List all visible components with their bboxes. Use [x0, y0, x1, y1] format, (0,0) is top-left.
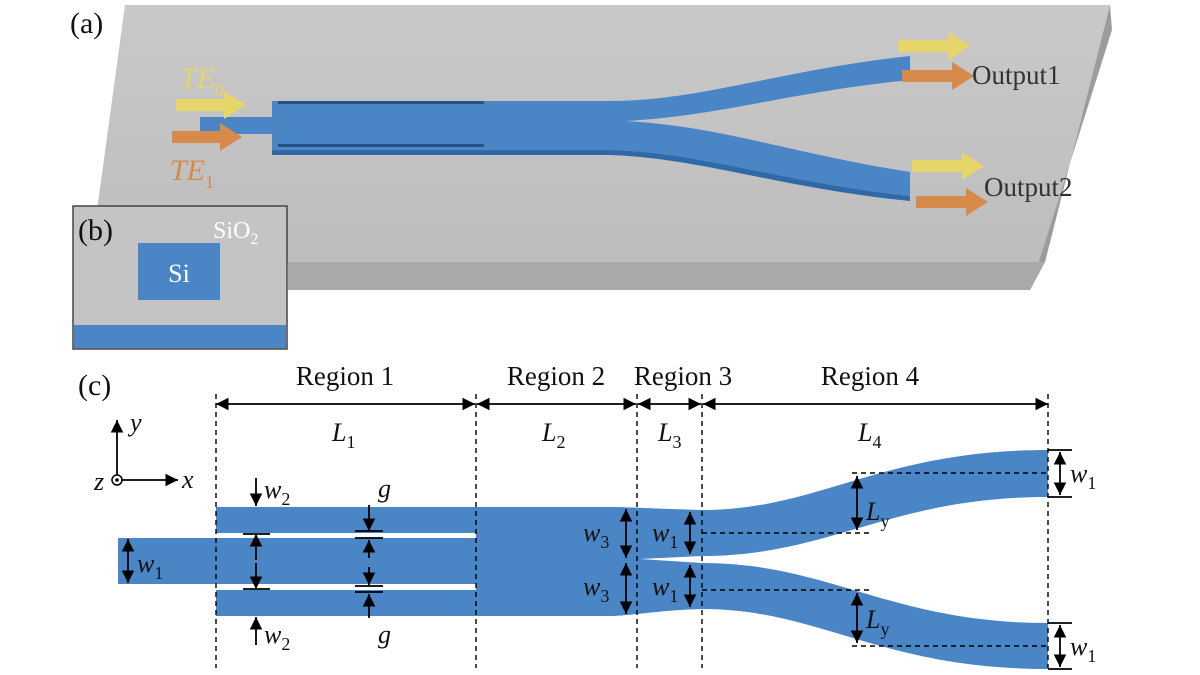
- ly-upper-label: Ly: [865, 497, 889, 531]
- length-4-label: L4: [857, 418, 881, 452]
- te0-input-arrow: [176, 91, 246, 119]
- si-label: Si: [168, 259, 190, 288]
- panel-a-label: (a): [70, 7, 103, 40]
- lower-s-bend: [702, 563, 1048, 669]
- output1-te0-arrow: [898, 32, 970, 60]
- waveguide-3d-slot-lower: [278, 144, 484, 147]
- panel-b-label: (b): [78, 214, 113, 247]
- center-waveguide: [216, 538, 476, 584]
- substrate-front-face: [90, 262, 1045, 290]
- length-3-label: L3: [657, 418, 681, 452]
- gap-upper-label: g: [378, 474, 391, 503]
- gap-lower-label: g: [378, 620, 391, 649]
- region-3-label: Region 3: [634, 361, 732, 391]
- taper-section: [610, 507, 702, 616]
- lower-side-waveguide: [216, 590, 476, 616]
- input-width-label: w1: [137, 549, 163, 583]
- panel-b: Si SiO2 (b): [72, 205, 288, 350]
- te0-label: TE0: [180, 62, 224, 100]
- si-core: [138, 243, 220, 300]
- coordinate-axes: y x z: [93, 408, 194, 496]
- output1-te1-arrow: [902, 62, 974, 90]
- substrate-layer: [74, 325, 286, 348]
- te1-input-arrow: [172, 123, 242, 151]
- panel-a: TE0 TE1 Output1 Output2 (a): [70, 5, 1112, 290]
- w1-taper-upper-label: w1: [652, 518, 678, 552]
- axis-y-label: y: [127, 408, 142, 437]
- w2-lower-label: w2: [264, 620, 290, 654]
- waveguide-3d: [200, 56, 910, 201]
- output1-label: Output1: [972, 60, 1061, 90]
- region-4-label: Region 4: [821, 361, 920, 391]
- te1-label: TE1: [170, 154, 214, 192]
- region-2-label: Region 2: [507, 361, 605, 391]
- length-1-label: L1: [331, 418, 355, 452]
- gap-markers: g g: [355, 474, 391, 649]
- output2-te0-arrow: [912, 152, 984, 180]
- region-1-label: Region 1: [296, 361, 394, 391]
- panel-c: (c) Region 1 Region 2 Region 3 Region 4 …: [78, 361, 1096, 670]
- upper-s-bend: [702, 450, 1048, 556]
- w3-lower-label: w3: [583, 572, 609, 606]
- substrate-side-face: [1030, 5, 1112, 290]
- w1-output-lower-label: w1: [1070, 632, 1096, 666]
- output2-label: Output2: [984, 172, 1073, 202]
- waveguide-3d-body: [200, 56, 910, 196]
- w1-output-upper-label: w1: [1070, 459, 1096, 493]
- panel-c-label: (c): [78, 369, 111, 402]
- multimode-section: [476, 507, 611, 616]
- upper-side-waveguide: [216, 507, 476, 533]
- w1-taper-lower-label: w1: [652, 572, 678, 606]
- w2-upper-label: w2: [264, 475, 290, 509]
- input-waveguide: [118, 538, 218, 584]
- output2-te1-arrow: [916, 188, 988, 216]
- axis-x-label: x: [181, 465, 194, 494]
- waveguide-top-view: [118, 450, 1048, 669]
- w3-upper-label: w3: [583, 518, 609, 552]
- axis-z-label: z: [93, 467, 104, 496]
- sio2-label: SiO2: [213, 218, 258, 248]
- waveguide-3d-slot-upper: [278, 101, 484, 104]
- ly-lower-label: Ly: [865, 605, 889, 639]
- length-2-label: L2: [541, 418, 565, 452]
- w2-markers: w2 w2: [243, 475, 290, 654]
